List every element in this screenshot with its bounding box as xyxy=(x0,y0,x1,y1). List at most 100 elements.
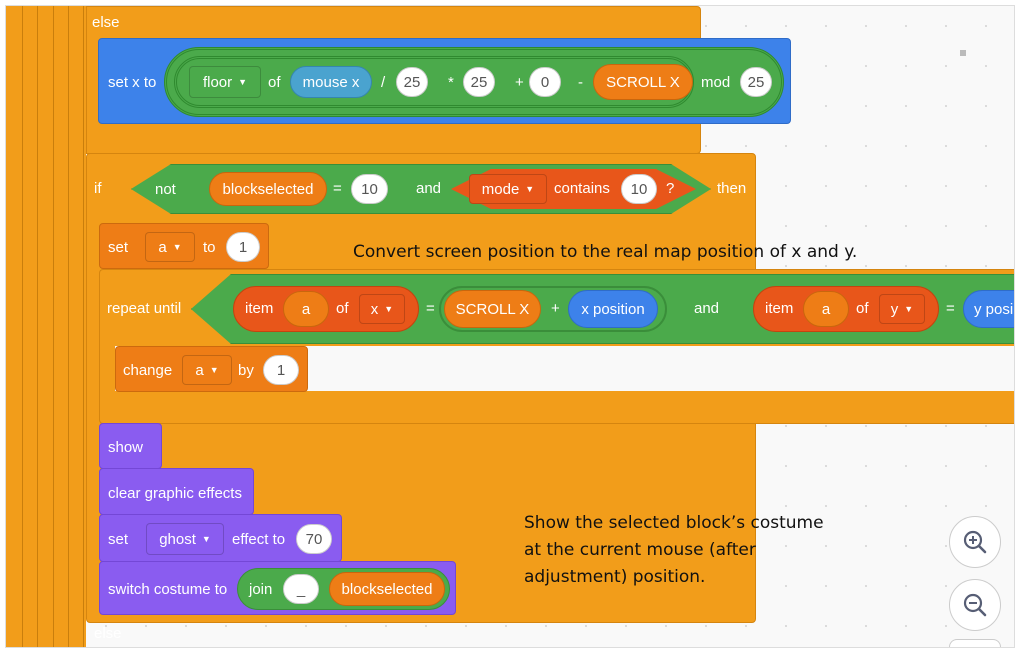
var-label: a xyxy=(158,238,167,256)
join-label: join xyxy=(249,581,273,598)
switch-costume-label: switch costume to xyxy=(108,581,228,598)
scroll-x-reporter[interactable]: SCROLL X xyxy=(444,290,541,328)
plus-label: + xyxy=(515,74,524,91)
chevron-down-icon: ▼ xyxy=(238,77,248,87)
change-label: change xyxy=(123,362,173,379)
annotation-show: Show the selected block’s costume at the… xyxy=(524,510,824,591)
set-label: set xyxy=(108,239,129,256)
stripe xyxy=(68,6,69,647)
y-position-reporter[interactable]: y posi xyxy=(963,290,1014,328)
annotation-line: at the current mouse (after xyxy=(524,540,756,560)
to-label: to xyxy=(203,239,216,256)
chevron-down-icon: ▼ xyxy=(172,242,182,252)
item-label: item xyxy=(765,300,794,317)
number-input[interactable]: 10 xyxy=(621,174,657,204)
set-x-block[interactable]: set x to floor ▼ of mouse x / 25 * 25 + 0… xyxy=(98,38,791,124)
number-input[interactable]: 0 xyxy=(529,67,561,97)
change-a-block[interactable]: change a▼ by 1 xyxy=(115,346,308,392)
switch-costume-block[interactable]: switch costume to join _ blockselected xyxy=(99,561,456,615)
blockselected-reporter[interactable]: blockselected xyxy=(209,172,327,206)
annotation-convert: Convert screen position to the real map … xyxy=(353,242,858,262)
and-label: and xyxy=(416,180,442,197)
list-label: x xyxy=(370,300,379,318)
variable-dropdown[interactable]: a▼ xyxy=(182,355,232,385)
stripe xyxy=(22,6,23,647)
and-label: and xyxy=(694,300,720,317)
stripe xyxy=(83,6,84,647)
effect-dropdown[interactable]: ghost ▼ xyxy=(146,523,224,555)
then-label: then xyxy=(717,180,747,197)
clear-graphic-effects-block[interactable]: clear graphic effects xyxy=(99,468,254,515)
stripe xyxy=(53,6,54,647)
number-input[interactable]: 25 xyxy=(463,67,495,97)
set-ghost-effect-block[interactable]: set ghost ▼ effect to 70 xyxy=(99,514,342,562)
floor-label: floor xyxy=(202,73,233,91)
number-input[interactable]: 10 xyxy=(351,174,388,204)
mod-label: mod xyxy=(701,74,731,91)
var-label: a xyxy=(195,361,204,379)
plus-label: + xyxy=(551,300,560,317)
set-a-block[interactable]: set a▼ to 1 xyxy=(99,223,269,269)
else-label: else xyxy=(94,625,122,642)
set-x-label: set x to xyxy=(108,74,157,91)
mode-label: mode xyxy=(481,180,520,198)
item-label: item xyxy=(245,300,274,317)
show-block[interactable]: show xyxy=(99,423,162,469)
divide-label: / xyxy=(381,74,386,91)
number-input[interactable]: 70 xyxy=(296,524,332,554)
chevron-down-icon: ▼ xyxy=(384,304,394,314)
scroll-x-reporter[interactable]: SCROLL X xyxy=(593,64,693,100)
clear-label: clear graphic effects xyxy=(108,485,242,502)
multiply-label: * xyxy=(448,74,454,91)
outer-control-blocks[interactable] xyxy=(6,6,86,647)
annotation-line: adjustment) position. xyxy=(524,567,706,587)
reset-zoom-button[interactable] xyxy=(949,639,1001,647)
effect-label: ghost xyxy=(159,530,196,548)
stripe xyxy=(37,6,38,647)
show-label: show xyxy=(108,439,144,456)
zoom-out-button[interactable] xyxy=(949,579,1001,631)
zoom-out-icon xyxy=(963,593,987,617)
mouse-x-reporter[interactable]: mouse x xyxy=(290,66,372,98)
not-label: not xyxy=(155,181,176,198)
variable-dropdown[interactable]: a▼ xyxy=(145,232,195,262)
chevron-down-icon: ▼ xyxy=(201,534,211,544)
equals-label: = xyxy=(946,300,955,317)
minus-label: - xyxy=(578,74,583,91)
scroll-marker xyxy=(960,50,966,56)
a-reporter[interactable]: a xyxy=(803,291,849,327)
zoom-in-button[interactable] xyxy=(949,516,1001,568)
else-label: else xyxy=(92,14,120,31)
of-label: of xyxy=(336,300,349,317)
number-input[interactable]: 25 xyxy=(396,67,428,97)
if-label: if xyxy=(94,180,102,197)
effect-to-label: effect to xyxy=(232,531,286,548)
equals-label: = xyxy=(333,180,342,197)
annotation-line: Show the selected block’s costume xyxy=(524,513,824,533)
number-input[interactable]: 1 xyxy=(226,232,260,262)
repeat-until-label: repeat until xyxy=(107,300,182,317)
chevron-down-icon: ▼ xyxy=(525,184,535,194)
list-label: y xyxy=(890,300,899,318)
set-label: set xyxy=(108,531,129,548)
zoom-in-icon xyxy=(963,530,987,554)
list-dropdown[interactable]: x▼ xyxy=(359,294,405,324)
number-input[interactable]: 25 xyxy=(740,67,772,97)
of-label: of xyxy=(268,74,281,91)
code-workspace: else set x to floor ▼ of mouse x / 25 * 2… xyxy=(5,5,1015,648)
floor-dropdown[interactable]: floor ▼ xyxy=(189,66,261,98)
text-input[interactable]: _ xyxy=(283,574,319,604)
number-input[interactable]: 1 xyxy=(263,355,299,385)
list-dropdown[interactable]: y▼ xyxy=(879,294,925,324)
by-label: by xyxy=(238,362,254,379)
of-label: of xyxy=(856,300,869,317)
blockselected-reporter[interactable]: blockselected xyxy=(329,572,445,606)
equals-label: = xyxy=(426,300,435,317)
question-label: ? xyxy=(666,180,675,197)
contains-label: contains xyxy=(554,180,610,197)
chevron-down-icon: ▼ xyxy=(209,365,219,375)
mode-dropdown[interactable]: mode ▼ xyxy=(469,174,547,204)
x-position-reporter[interactable]: x position xyxy=(568,290,658,328)
a-reporter[interactable]: a xyxy=(283,291,329,327)
chevron-down-icon: ▼ xyxy=(904,304,914,314)
